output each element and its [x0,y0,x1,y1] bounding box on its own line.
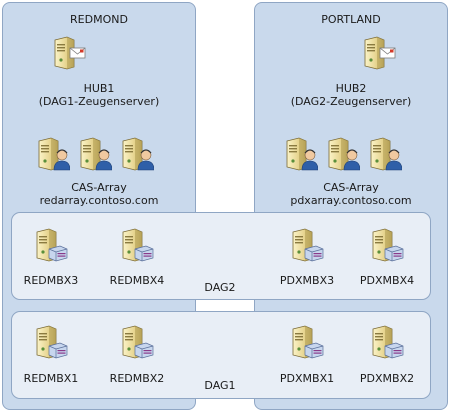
server-label-pdxmbx4: PDXMBX4 [359,274,415,287]
client-access-server-icon [326,137,360,171]
cas-array-label-redmond: CAS-Array [71,181,127,194]
hub2-name: HUB2 [335,82,367,95]
server-label-redmbx4: REDMBX4 [109,274,165,287]
client-access-server-icon [120,137,154,171]
hub-transport-server-icon [362,36,396,70]
server-label-redmbx2: REDMBX2 [109,372,165,385]
client-access-server-icon [36,137,70,171]
site-title-portland: PORTLAND [321,13,381,26]
hub1-role: (DAG1-Zeugenserver) [38,95,160,108]
server-label-redmbx3: REDMBX3 [23,274,79,287]
mailbox-server-icon [34,325,68,359]
server-label-redmbx1: REDMBX1 [23,372,79,385]
client-access-server-icon [284,137,318,171]
client-access-server-icon [368,137,402,171]
dag1-group [11,311,431,399]
server-label-pdxmbx1: PDXMBX1 [279,372,335,385]
hub-transport-server-icon [52,36,86,70]
hub2-role: (DAG2-Zeugenserver) [290,95,412,108]
cas-array-fqdn-redmond: redarray.contoso.com [39,194,159,207]
hub1-name: HUB1 [83,82,115,95]
mailbox-server-icon [290,228,324,262]
server-label-pdxmbx3: PDXMBX3 [279,274,335,287]
server-label-pdxmbx2: PDXMBX2 [359,372,415,385]
mailbox-server-icon [290,325,324,359]
mailbox-server-icon [370,325,404,359]
mailbox-server-icon [120,325,154,359]
dag2-label: DAG2 [204,281,236,294]
mailbox-server-icon [34,228,68,262]
client-access-server-icon [78,137,112,171]
mailbox-server-icon [120,228,154,262]
cas-array-fqdn-portland: pdxarray.contoso.com [290,194,412,207]
dag1-label: DAG1 [204,379,236,392]
mailbox-server-icon [370,228,404,262]
cas-array-label-portland: CAS-Array [323,181,379,194]
dag2-group [11,212,431,300]
site-title-redmond: REDMOND [70,13,128,26]
